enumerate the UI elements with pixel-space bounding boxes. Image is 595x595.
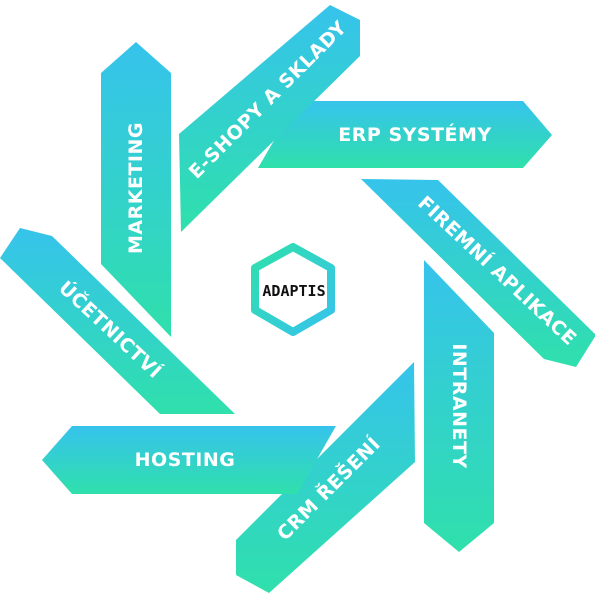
blade-firemni-aplikace-shape bbox=[361, 179, 595, 367]
adaptis-logo: ADAPTIS bbox=[251, 243, 335, 336]
blade-marketing-shape bbox=[101, 42, 171, 337]
blade-intranety[interactable]: INTRANETY bbox=[424, 260, 494, 552]
blade-hosting-label: HOSTING bbox=[135, 449, 236, 471]
blade-erp[interactable]: ERP SYSTÉMY bbox=[258, 101, 552, 168]
blade-intranety-label: INTRANETY bbox=[448, 343, 470, 468]
blade-erp-shape bbox=[258, 101, 552, 168]
blade-ucetnictvi-shape bbox=[0, 228, 235, 414]
blade-erp-label: ERP SYSTÉMY bbox=[338, 123, 491, 146]
logo-text: ADAPTIS bbox=[262, 282, 325, 300]
logo-hexagon-icon bbox=[251, 243, 335, 336]
blade-e-shopy-a-sklady-shape bbox=[179, 5, 360, 232]
blade-hosting-shape bbox=[42, 426, 336, 494]
blade-marketing[interactable]: MARKETING bbox=[101, 42, 171, 337]
blade-marketing-label: MARKETING bbox=[125, 122, 147, 254]
blade-intranety-shape bbox=[424, 260, 494, 552]
blade-crm-reseni-shape bbox=[236, 362, 415, 593]
blade-hosting[interactable]: HOSTING bbox=[42, 426, 336, 494]
